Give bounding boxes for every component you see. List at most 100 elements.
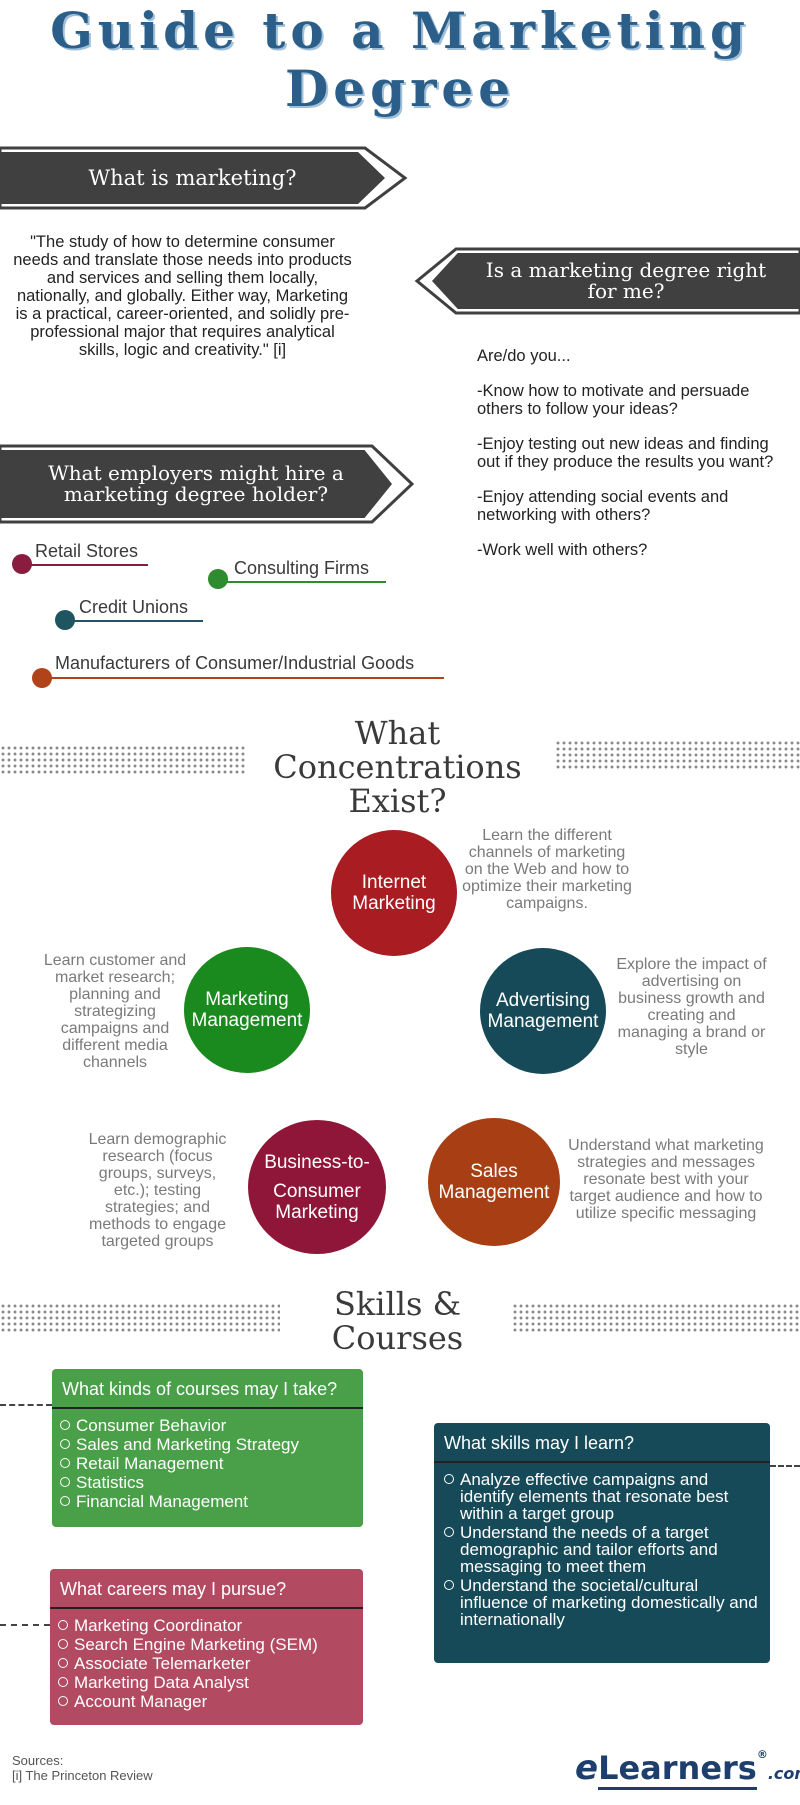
skill-item: Understand the societal/cultural influen… bbox=[444, 1577, 758, 1628]
skills-heading-1: Skills & bbox=[333, 1285, 462, 1323]
b2c-marketing-line-2: Consumer Marketing bbox=[273, 1180, 361, 1223]
employer-retail-stores: Retail Stores bbox=[35, 541, 139, 561]
logo-suffix: .com bbox=[767, 1764, 800, 1783]
sources-label: Sources: bbox=[12, 1753, 64, 1768]
course-item: Financial Management bbox=[60, 1493, 363, 1510]
skills-box: What skills may I learn? Analyze effecti… bbox=[434, 1423, 770, 1663]
marketing-management-desc: Learn customer and market research; plan… bbox=[43, 952, 187, 1071]
course-item: Statistics bbox=[60, 1474, 363, 1491]
consulting-firms-dot bbox=[208, 569, 228, 589]
elearners-logo: eLearners® .com bbox=[575, 1748, 800, 1790]
b2c-marketing-desc: Learn demographic research (focus groups… bbox=[88, 1131, 227, 1250]
right-for-me-banner: Is a marketing degree right for me? bbox=[432, 253, 800, 309]
bullet-icon bbox=[60, 1477, 70, 1487]
courses-box-title: What kinds of courses may I take? bbox=[52, 1369, 363, 1409]
logo-e: e bbox=[575, 1748, 599, 1788]
employers-heading-1: What employers might hire a bbox=[48, 461, 344, 485]
skill-item: Understand the needs of a target demogra… bbox=[444, 1524, 758, 1575]
career-item: Marketing Coordinator bbox=[58, 1617, 363, 1634]
bullet-icon bbox=[58, 1639, 68, 1649]
course-item: Sales and Marketing Strategy bbox=[60, 1436, 363, 1453]
bullet-icon bbox=[60, 1420, 70, 1430]
right-for-me-item: Are/do you... bbox=[477, 347, 571, 365]
courses-dash-line bbox=[0, 1404, 52, 1406]
page-title: Guide to a Marketing Degree bbox=[0, 2, 800, 118]
sales-management-line-1: Sales bbox=[470, 1161, 518, 1182]
b2c-marketing-line-1: Business-to- bbox=[264, 1151, 370, 1173]
manufacturers-underline bbox=[42, 677, 444, 679]
skills-dotted-divider-right bbox=[512, 1303, 800, 1333]
right-for-me-banner-outline bbox=[414, 247, 800, 315]
careers-box: What careers may I pursue? Marketing Coo… bbox=[50, 1569, 363, 1725]
sales-management-desc: Understand what marketing strategies and… bbox=[568, 1137, 764, 1222]
careers-box-title: What careers may I pursue? bbox=[50, 1569, 363, 1609]
bullet-icon bbox=[58, 1658, 68, 1668]
internet-marketing-line-2: Marketing bbox=[352, 893, 436, 914]
bullet-icon bbox=[60, 1458, 70, 1468]
employers-heading-2: marketing degree holder? bbox=[63, 482, 329, 506]
logo-name: Learners bbox=[598, 1749, 757, 1790]
right-for-me-item: -Work well with others? bbox=[477, 541, 648, 559]
right-for-me-heading-2: for me? bbox=[587, 279, 665, 303]
bullet-icon bbox=[444, 1580, 454, 1590]
concentrations-heading-3: Exist? bbox=[348, 782, 447, 820]
skills-courses-heading: Skills & Courses bbox=[285, 1287, 510, 1355]
advertising-management-line-1: Advertising bbox=[496, 990, 590, 1011]
courses-list: Consumer Behavior Sales and Marketing St… bbox=[52, 1417, 363, 1510]
sources: Sources: [i] The Princeton Review bbox=[12, 1753, 153, 1783]
concentrations-heading: What Concentrations Exist? bbox=[230, 716, 565, 818]
right-for-me-list: Are/do you... -Know how to motivate and … bbox=[477, 347, 787, 576]
skills-dotted-divider-left bbox=[0, 1303, 280, 1333]
advertising-management-desc: Explore the impact of advertising on bus… bbox=[616, 956, 767, 1058]
careers-dash-line bbox=[0, 1624, 50, 1626]
skills-dash-line bbox=[770, 1465, 800, 1467]
marketing-management-line-1: Marketing bbox=[205, 989, 289, 1010]
concentrations-heading-1: What bbox=[354, 714, 441, 752]
sales-management-line-2: Management bbox=[438, 1182, 550, 1203]
employer-consulting-firms: Consulting Firms bbox=[234, 558, 370, 578]
skills-heading-2: Courses bbox=[331, 1319, 464, 1357]
bullet-icon bbox=[58, 1696, 68, 1706]
what-is-banner-outline bbox=[0, 146, 408, 210]
marketing-management-line-2: Management bbox=[191, 1010, 303, 1031]
title-line-2: Degree bbox=[284, 59, 516, 118]
what-is-heading: What is marketing? bbox=[88, 166, 297, 190]
right-for-me-item: -Know how to motivate and persuade other… bbox=[477, 382, 750, 418]
career-item: Marketing Data Analyst bbox=[58, 1674, 363, 1691]
dotted-divider-right bbox=[555, 740, 800, 770]
bullet-icon bbox=[58, 1620, 68, 1630]
careers-list: Marketing Coordinator Search Engine Mark… bbox=[50, 1617, 363, 1710]
marketing-definition-quote: "The study of how to determine consumer … bbox=[13, 233, 352, 359]
right-for-me-item: -Enjoy attending social events and netwo… bbox=[477, 488, 729, 524]
course-item: Consumer Behavior bbox=[60, 1417, 363, 1434]
bullet-icon bbox=[58, 1677, 68, 1687]
career-item: Associate Telemarketer bbox=[58, 1655, 363, 1672]
internet-marketing-line-1: Internet bbox=[361, 872, 427, 893]
courses-box: What kinds of courses may I take? Consum… bbox=[52, 1369, 363, 1527]
course-item: Retail Management bbox=[60, 1455, 363, 1472]
skill-item: Analyze effective campaigns and identify… bbox=[444, 1471, 758, 1522]
right-for-me-item: -Enjoy testing out new ideas and finding… bbox=[477, 435, 774, 471]
employer-manufacturers: Manufacturers of Consumer/Industrial Goo… bbox=[55, 653, 415, 673]
bullet-icon bbox=[444, 1474, 454, 1484]
sources-item: [i] The Princeton Review bbox=[12, 1768, 153, 1783]
b2c-marketing-circle: Business-to- Consumer Marketing bbox=[248, 1120, 386, 1254]
bullet-icon bbox=[60, 1439, 70, 1449]
employer-credit-unions: Credit Unions bbox=[79, 597, 189, 617]
skills-box-title: What skills may I learn? bbox=[434, 1423, 770, 1463]
bullet-icon bbox=[444, 1527, 454, 1537]
employers-banner-outline bbox=[0, 444, 415, 524]
concentrations-heading-2: Concentrations bbox=[273, 748, 522, 786]
internet-marketing-desc: Learn the different channels of marketin… bbox=[462, 827, 632, 912]
career-item: Account Manager bbox=[58, 1693, 363, 1710]
credit-unions-underline bbox=[65, 620, 203, 622]
skills-list: Analyze effective campaigns and identify… bbox=[434, 1471, 770, 1628]
consulting-firms-underline bbox=[218, 581, 386, 583]
career-item: Search Engine Marketing (SEM) bbox=[58, 1636, 363, 1653]
right-for-me-heading-1: Is a marketing degree right bbox=[485, 258, 767, 282]
logo-reg: ® bbox=[756, 1748, 768, 1761]
